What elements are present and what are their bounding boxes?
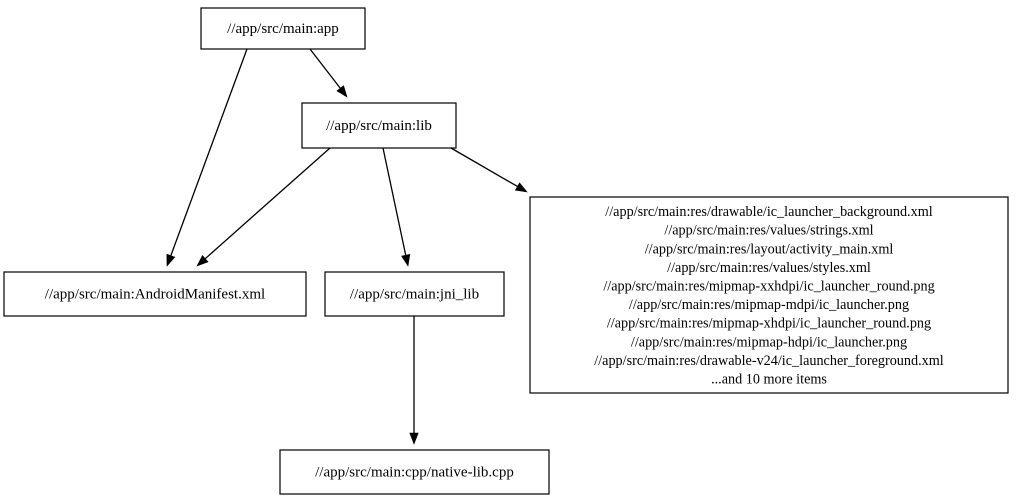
node-lib-box[interactable] <box>301 102 457 149</box>
node-resources-group-line-7: //app/src/main:res/mipmap-hdpi/ic_launch… <box>631 334 907 350</box>
edge-lib-to-resources-line <box>450 147 518 188</box>
node-jni-lib-box[interactable] <box>324 271 505 317</box>
edge-lib-to-jni-lib <box>382 147 411 267</box>
edge-lib-to-manifest-line <box>204 147 331 260</box>
edge-lib-to-jni-lib-arrowhead-icon <box>401 253 411 267</box>
node-resources-group-line-3: //app/src/main:res/values/styles.xml <box>667 260 871 276</box>
node-resources-group-line-4: //app/src/main:res/mipmap-xxhdpi/ic_laun… <box>603 279 934 295</box>
edge-app-to-manifest <box>166 48 248 267</box>
edges-layer <box>166 48 528 445</box>
node-resources-group-line-6: //app/src/main:res/mipmap-xhdpi/ic_launc… <box>607 316 931 332</box>
edge-app-to-lib <box>309 48 348 98</box>
node-resources-group-line-9: ...and 10 more items <box>711 372 827 388</box>
edge-jni-lib-to-native-lib <box>409 316 419 445</box>
node-native-lib-cpp[interactable]: //app/src/main:cpp/native-lib.cpp <box>279 449 550 495</box>
edge-lib-to-jni-lib-line <box>382 147 407 256</box>
edge-jni-lib-to-native-lib-arrowhead-icon <box>409 432 419 445</box>
edge-lib-to-resources-arrowhead-icon <box>514 182 528 193</box>
node-android-manifest[interactable]: //app/src/main:AndroidManifest.xml <box>3 271 307 317</box>
edge-app-to-lib-arrowhead-icon <box>336 85 348 98</box>
node-resources-group-box[interactable] <box>529 196 1009 394</box>
node-app-box[interactable] <box>200 7 366 50</box>
node-resources-group[interactable]: //app/src/main:res/drawable/ic_launcher_… <box>529 196 1009 394</box>
node-jni-lib-label: //app/src/main:jni_lib <box>350 286 479 302</box>
node-native-lib-cpp-label: //app/src/main:cpp/native-lib.cpp <box>315 464 514 480</box>
node-resources-group-line-0: //app/src/main:res/drawable/ic_launcher_… <box>605 204 932 220</box>
node-app-label: //app/src/main:app <box>227 21 339 37</box>
edge-app-to-manifest-line <box>170 48 248 256</box>
node-resources-group-line-5: //app/src/main:res/mipmap-mdpi/ic_launch… <box>629 297 909 313</box>
node-jni-lib[interactable]: //app/src/main:jni_lib <box>324 271 505 317</box>
node-android-manifest-label: //app/src/main:AndroidManifest.xml <box>45 286 265 302</box>
node-resources-group-line-2: //app/src/main:res/layout/activity_main.… <box>645 241 894 257</box>
node-lib-label: //app/src/main:lib <box>326 118 432 134</box>
node-resources-group-line-1: //app/src/main:res/values/strings.xml <box>664 223 873 239</box>
node-lib[interactable]: //app/src/main:lib <box>301 102 457 149</box>
edge-app-to-manifest-arrowhead-icon <box>166 253 176 267</box>
edge-lib-to-resources <box>450 147 528 193</box>
edge-lib-to-manifest-arrowhead-icon <box>196 255 209 267</box>
node-app[interactable]: //app/src/main:app <box>200 7 366 50</box>
node-android-manifest-box[interactable] <box>3 271 307 317</box>
nodes-layer: //app/src/main:app //app/src/main:lib //ap… <box>3 7 1009 495</box>
node-resources-group-line-8: //app/src/main:res/drawable-v24/ic_launc… <box>594 353 944 369</box>
edge-lib-to-manifest <box>196 147 331 267</box>
node-native-lib-cpp-box[interactable] <box>279 449 550 495</box>
edge-app-to-lib-line <box>309 48 341 89</box>
